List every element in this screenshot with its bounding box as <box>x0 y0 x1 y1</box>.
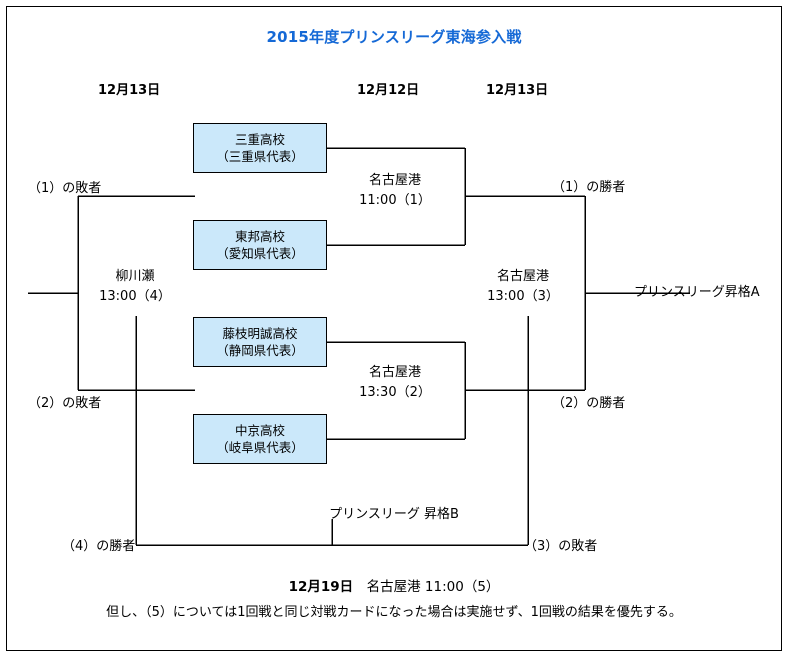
label-winner-of-match-2: （2）の勝者 <box>552 396 626 411</box>
match-detail: 13:00（3） <box>487 289 559 304</box>
label-promotion-a: プリンスリーグ昇格A <box>634 285 760 300</box>
team-box-fujieda-meisei[interactable]: 藤枝明誠高校 （静岡県代表） <box>193 317 327 367</box>
team-prefecture: （三重県代表） <box>216 149 304 164</box>
team-prefecture: （静岡県代表） <box>216 343 304 358</box>
match-info-4: 柳川瀬 13:00（4） <box>70 267 200 307</box>
match-info-3: 名古屋港 13:00（3） <box>458 267 588 307</box>
team-name: 三重高校 <box>234 132 285 147</box>
footer-final-rest: 名古屋港 11:00（5） <box>353 579 500 595</box>
match-venue: 名古屋港 <box>496 269 549 284</box>
date-header-left: 12月13日 <box>98 83 161 98</box>
match-info-2: 名古屋港 13:30（2） <box>330 363 460 403</box>
team-name: 藤枝明誠高校 <box>222 326 298 341</box>
match-info-1: 名古屋港 11:00（1） <box>330 171 460 211</box>
footer-final-date: 12月19日 <box>288 579 354 595</box>
team-name: 中京高校 <box>234 423 285 438</box>
match-detail: 13:30（2） <box>359 385 431 400</box>
page-title: 2015年度プリンスリーグ東海参入戦 <box>266 28 522 46</box>
match-detail: 11:00（1） <box>359 193 431 208</box>
team-box-chukyo[interactable]: 中京高校 （岐阜県代表） <box>193 414 327 464</box>
footer-note: 但し、（5）については1回戦と同じ対戦カードになった場合は実施せず、1回戦の結果… <box>106 605 682 620</box>
date-header-middle: 12月12日 <box>357 83 420 98</box>
team-prefecture: （愛知県代表） <box>216 246 304 261</box>
label-loser-of-match-2: （2）の敗者 <box>28 396 102 411</box>
label-winner-of-match-1: （1）の勝者 <box>552 180 626 195</box>
label-winner-of-match-4: （4）の勝者 <box>62 539 136 554</box>
match-venue: 名古屋港 <box>368 173 421 188</box>
footer-final-match: 12月19日 名古屋港 11:00（5） <box>0 575 788 595</box>
label-loser-of-match-1: （1）の敗者 <box>28 181 102 196</box>
team-box-mie[interactable]: 三重高校 （三重県代表） <box>193 123 327 173</box>
label-promotion-b: プリンスリーグ 昇格B <box>329 507 459 522</box>
match-venue: 名古屋港 <box>368 365 421 380</box>
team-prefecture: （岐阜県代表） <box>216 440 304 455</box>
team-name: 東邦高校 <box>234 229 285 244</box>
date-header-right: 12月13日 <box>486 83 549 98</box>
team-box-toho[interactable]: 東邦高校 （愛知県代表） <box>193 220 327 270</box>
page-border <box>6 6 782 651</box>
match-venue: 柳川瀬 <box>115 269 155 284</box>
label-loser-of-match-3: （3）の敗者 <box>524 539 598 554</box>
match-detail: 13:00（4） <box>99 289 171 304</box>
